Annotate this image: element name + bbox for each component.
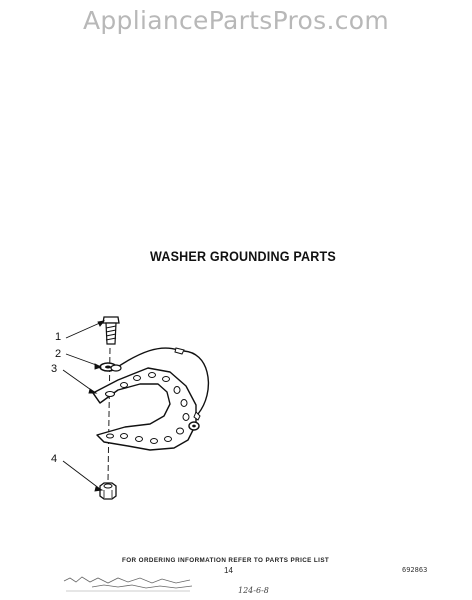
hex-nut-part [99,482,117,500]
ground-wire [110,347,210,431]
callout-3: 3 [51,363,58,375]
handwritten-stamp: 124-6-8 [238,586,269,595]
grounding-strap-part [92,367,197,451]
watermark: AppliancePartsPros.com [82,6,390,35]
page-number: 14 [224,566,233,575]
leader-lines [62,320,106,492]
drawing-code: 692863 [402,566,428,574]
screw-part [102,316,120,345]
page-title: WASHER GROUNDING PARTS [150,249,336,264]
callout-1: 1 [55,331,62,343]
ordering-note: FOR ORDERING INFORMATION REFER TO PARTS … [122,557,330,564]
callout-2: 2 [55,348,62,360]
callout-4: 4 [51,453,58,465]
footer-smudge [63,576,193,592]
